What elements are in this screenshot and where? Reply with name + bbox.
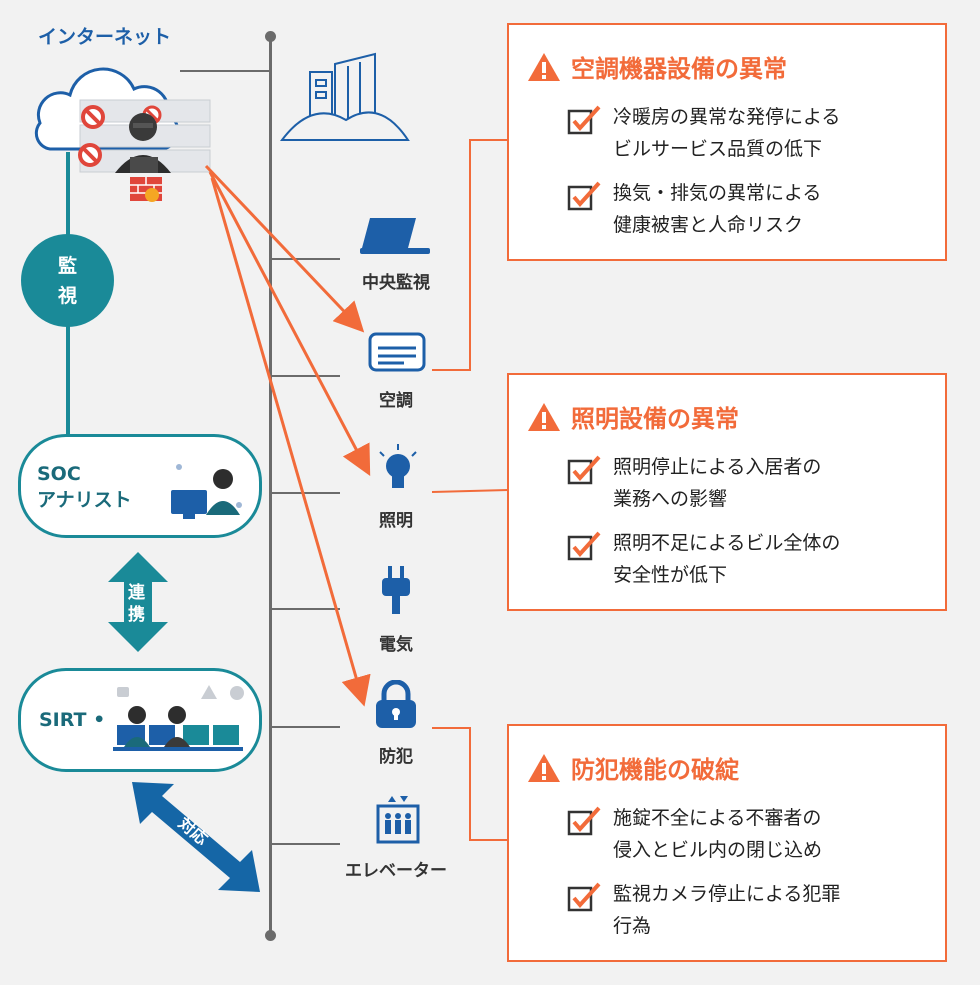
risk-box-security: 防犯機能の破綻 施錠不全による不審者の侵入とビル内の閉じ込め 監視カメラ停止によ…	[507, 724, 947, 962]
checkbox-icon	[567, 181, 601, 211]
branch-elevator	[270, 843, 340, 845]
bus-end-top	[265, 31, 276, 42]
risk-title-light: 照明設備の異常	[527, 399, 739, 434]
firewall-icon	[130, 177, 162, 202]
checkbox-icon	[567, 105, 601, 135]
risk-box-light: 照明設備の異常 照明停止による入居者の業務への影響 照明不足によるビル全体の安全…	[507, 373, 947, 611]
attacker-illustration	[34, 67, 211, 202]
laptop-icon	[360, 218, 430, 254]
padlock-icon	[376, 680, 416, 728]
internet-connector	[180, 70, 270, 72]
device-label-elevator: エレベーター	[345, 861, 447, 881]
collab-label: 連 携	[128, 583, 145, 625]
monitor-line-bottom	[66, 325, 70, 437]
monitor-badge: 監 視	[21, 234, 114, 327]
light-bulb-icon	[379, 444, 417, 488]
network-bus	[269, 36, 272, 936]
response-arrow	[132, 782, 260, 892]
warning-icon	[528, 52, 560, 81]
risk-item: 冷暖房の異常な発停によるビルサービス品質の低下	[567, 101, 840, 165]
risk-item: 換気・排気の異常による健康被害と人命リスク	[567, 177, 821, 241]
checkbox-icon	[567, 455, 601, 485]
analyst-icon	[171, 464, 242, 519]
risk-title-ac: 空調機器設備の異常	[527, 49, 787, 84]
branch-central	[270, 258, 340, 260]
checkbox-icon	[567, 882, 601, 912]
plug-icon	[382, 566, 410, 614]
internet-title: インターネット	[38, 26, 172, 48]
air-conditioner-icon	[368, 332, 426, 372]
attack-arrow-ac	[204, 164, 365, 333]
soc-analyst-card: SOC アナリスト	[18, 434, 262, 538]
warning-icon	[528, 402, 560, 431]
device-label-security: 防犯	[379, 747, 413, 767]
risk-item: 照明不足によるビル全体の安全性が低下	[567, 527, 840, 591]
soc-label: SOC アナリスト	[37, 463, 132, 511]
warning-icon	[528, 753, 560, 782]
checkbox-icon	[567, 806, 601, 836]
connector-security	[432, 727, 508, 841]
attack-arrow-light	[208, 171, 371, 476]
elevator-icon	[376, 796, 420, 844]
connector-light	[431, 489, 509, 493]
device-label-central: 中央監視	[362, 273, 430, 293]
device-label-ac: 空調	[379, 391, 413, 411]
bus-end-bottom	[265, 930, 276, 941]
sirt-team-icon	[113, 685, 244, 751]
connector-ac	[432, 139, 508, 371]
building-icon	[280, 52, 410, 141]
branch-light	[270, 492, 340, 494]
risk-item: 監視カメラ停止による犯罪行為	[567, 878, 840, 942]
block-icon	[78, 143, 102, 167]
branch-ac	[270, 375, 340, 377]
device-label-light: 照明	[379, 511, 413, 531]
sirt-card: SIRT •	[18, 668, 262, 772]
risk-box-ac: 空調機器設備の異常 冷暖房の異常な発停によるビルサービス品質の低下 換気・排気の…	[507, 23, 947, 261]
risk-item: 照明停止による入居者の業務への影響	[567, 451, 821, 515]
attack-arrow-security	[210, 177, 371, 707]
collab-arrow	[108, 552, 168, 652]
device-label-power: 電気	[379, 635, 413, 655]
hacker-icon	[115, 113, 171, 173]
branch-security	[270, 726, 340, 728]
monitor-line-top	[66, 152, 70, 236]
risk-title-security: 防犯機能の破綻	[527, 750, 739, 785]
block-icon	[81, 105, 105, 129]
branch-power	[270, 608, 340, 610]
checkbox-icon	[567, 531, 601, 561]
sirt-label: SIRT •	[39, 709, 106, 731]
risk-item: 施錠不全による不審者の侵入とビル内の閉じ込め	[567, 802, 822, 866]
